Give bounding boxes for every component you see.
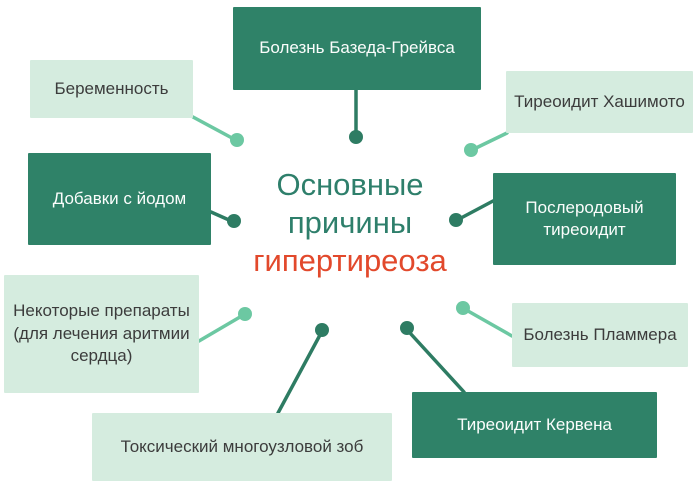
connector-dot-pregnancy bbox=[230, 133, 244, 147]
node-graves-disease: Болезнь Базеда-Грейвса bbox=[233, 7, 481, 90]
connector-dot-iodine bbox=[227, 214, 241, 228]
node-arrhythmia-medications: Некоторые препараты (для лечения аритмии… bbox=[4, 275, 199, 393]
node-postpartum-thyroiditis: Послеродовый тиреоидит bbox=[493, 173, 676, 265]
node-label-iodine: Добавки с йодом bbox=[52, 188, 187, 208]
connector-dot-medications bbox=[238, 307, 252, 321]
node-label-quervain: Тиреоидит Кервена bbox=[457, 414, 612, 434]
node-plummer-disease: Болезнь Пламмера bbox=[512, 303, 688, 367]
connector-medications bbox=[197, 315, 242, 343]
node-pregnancy: Беременность bbox=[30, 60, 193, 118]
connector-dot-quervain bbox=[400, 321, 414, 335]
node-hashimoto-thyroiditis: Тиреоидит Хашимото bbox=[506, 71, 693, 133]
node-label-graves: Болезнь Базеда-Грейвса bbox=[259, 38, 455, 58]
node-quervain-thyroiditis: Тиреоидит Кервена bbox=[412, 392, 657, 458]
connector-quervain bbox=[408, 331, 466, 394]
node-label-medications: Некоторые препараты (для лечения аритмии… bbox=[13, 301, 190, 366]
connector-dot-toxic-goiter bbox=[315, 323, 329, 337]
connector-hashimoto bbox=[474, 131, 509, 150]
connector-dot-postpartum bbox=[449, 213, 463, 227]
node-iodine-supplements: Добавки с йодом bbox=[28, 153, 211, 245]
connector-toxic-goiter bbox=[276, 333, 322, 415]
node-toxic-multinodular-goiter: Токсический многоузловой зоб bbox=[92, 413, 392, 481]
connector-plummer bbox=[466, 309, 514, 338]
title-line-3: гипертиреоза bbox=[253, 243, 447, 278]
connector-dot-plummer bbox=[456, 301, 470, 315]
connector-dot-hashimoto bbox=[464, 143, 478, 157]
node-label-plummer: Болезнь Пламмера bbox=[523, 324, 677, 344]
node-label-hashimoto: Тиреоидит Хашимото bbox=[514, 91, 685, 111]
diagram-title: Основные причины гипертиреоза bbox=[210, 166, 490, 280]
title-line-2: причины bbox=[287, 205, 413, 240]
connector-postpartum bbox=[459, 199, 495, 220]
node-label-pregnancy: Беременность bbox=[54, 78, 169, 98]
node-label-postpartum: Послеродовый тиреоидит bbox=[525, 197, 644, 239]
connector-iodine bbox=[209, 210, 231, 222]
connector-dot-graves bbox=[349, 130, 363, 144]
connector-pregnancy bbox=[191, 115, 234, 140]
node-label-toxic-goiter: Токсический многоузловой зоб bbox=[120, 436, 364, 456]
title-line-1: Основные bbox=[276, 167, 424, 202]
